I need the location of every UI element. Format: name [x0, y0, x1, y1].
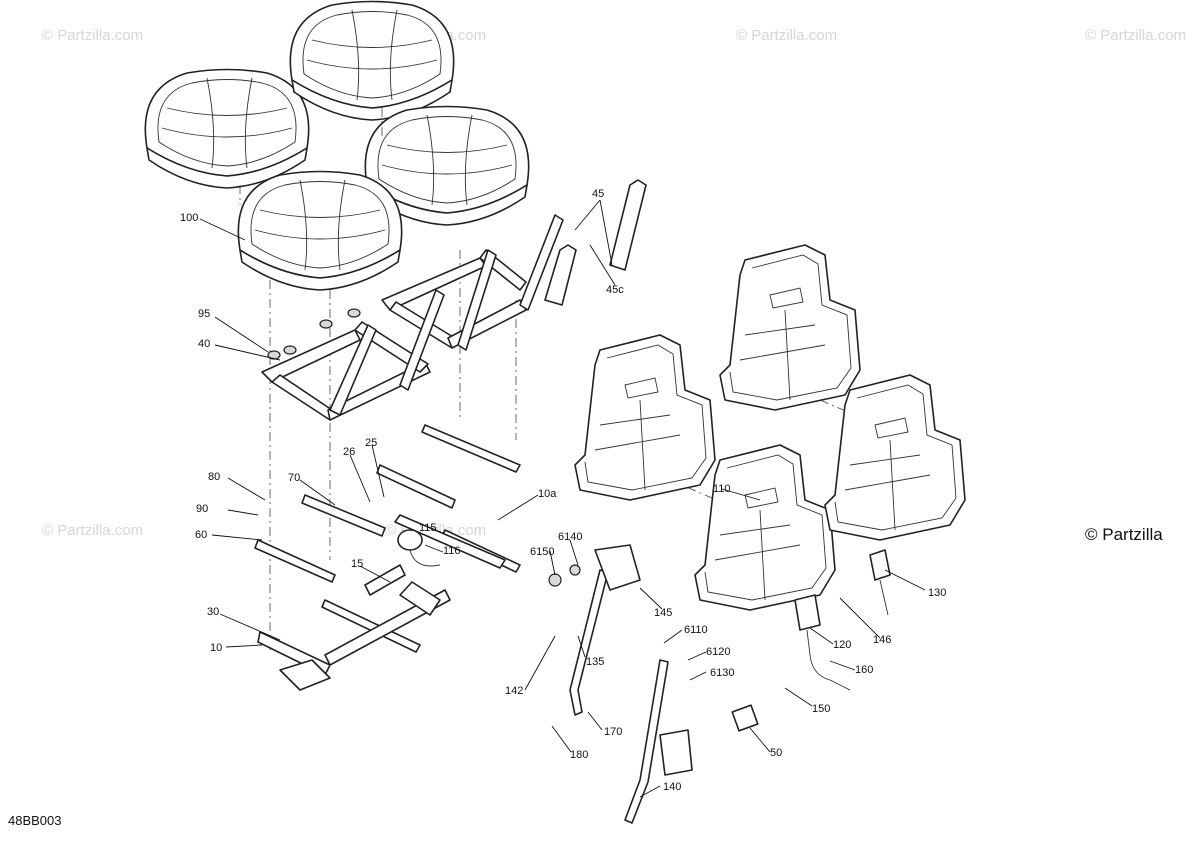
callout-115: 115 [419, 522, 437, 534]
leader-lines [199, 199, 926, 798]
callout-90: 90 [196, 503, 208, 515]
watermark-top-right: © Partzilla.com [736, 27, 837, 44]
callout-60: 60 [195, 529, 207, 541]
callout-40: 40 [198, 338, 210, 350]
callout-120: 120 [833, 639, 851, 651]
callout-180: 180 [570, 749, 588, 761]
watermark-top-far-right: © Partzilla.com [1085, 27, 1186, 44]
callout-140: 140 [663, 781, 681, 793]
callout-15: 15 [351, 558, 363, 570]
watermark-top-left: © Partzilla.com [42, 27, 143, 44]
seat-belts [397, 529, 891, 824]
callout-110: 110 [713, 483, 731, 495]
seat-base-frame [261, 214, 564, 421]
callout-45c: 45c [606, 284, 624, 296]
callout-142: 142 [505, 685, 523, 697]
seat-cushions [144, 0, 530, 291]
callout-160: 160 [855, 664, 873, 676]
callout-80: 80 [208, 471, 220, 483]
callout-30: 30 [207, 606, 219, 618]
callout-10a: 10a [538, 488, 557, 500]
callout-130: 130 [928, 587, 946, 599]
belt-bracket [544, 179, 647, 306]
callout-6140: 6140 [558, 531, 582, 543]
callout-70: 70 [288, 472, 300, 484]
callout-26: 26 [343, 446, 355, 458]
callout-50: 50 [770, 747, 782, 759]
callout-146: 146 [873, 634, 891, 646]
watermark-mid-left: © Partzilla.com [42, 522, 143, 539]
diagram-code: 48BB003 [8, 813, 62, 828]
callout-95: 95 [198, 308, 210, 320]
callout-6150: 6150 [530, 546, 554, 558]
callout-25: 25 [365, 437, 377, 449]
callout-100: 100 [180, 212, 198, 224]
callout-45: 45 [592, 188, 604, 200]
callout-10: 10 [210, 642, 222, 654]
callout-150: 150 [812, 703, 830, 715]
watermark-right-edge: © Partzilla [1085, 525, 1163, 544]
seat-slider-base [257, 564, 451, 691]
callout-170: 170 [604, 726, 622, 738]
callout-145: 145 [654, 607, 672, 619]
callout-6130: 6130 [710, 667, 734, 679]
callout-135: 135 [586, 656, 604, 668]
callout-6120: 6120 [706, 646, 730, 658]
callout-6110: 6110 [684, 624, 708, 636]
seat-rails [254, 424, 521, 653]
callouts: 100 95 40 80 90 60 30 10 70 26 25 15 115… [180, 188, 946, 793]
callout-116: 116 [443, 545, 461, 557]
